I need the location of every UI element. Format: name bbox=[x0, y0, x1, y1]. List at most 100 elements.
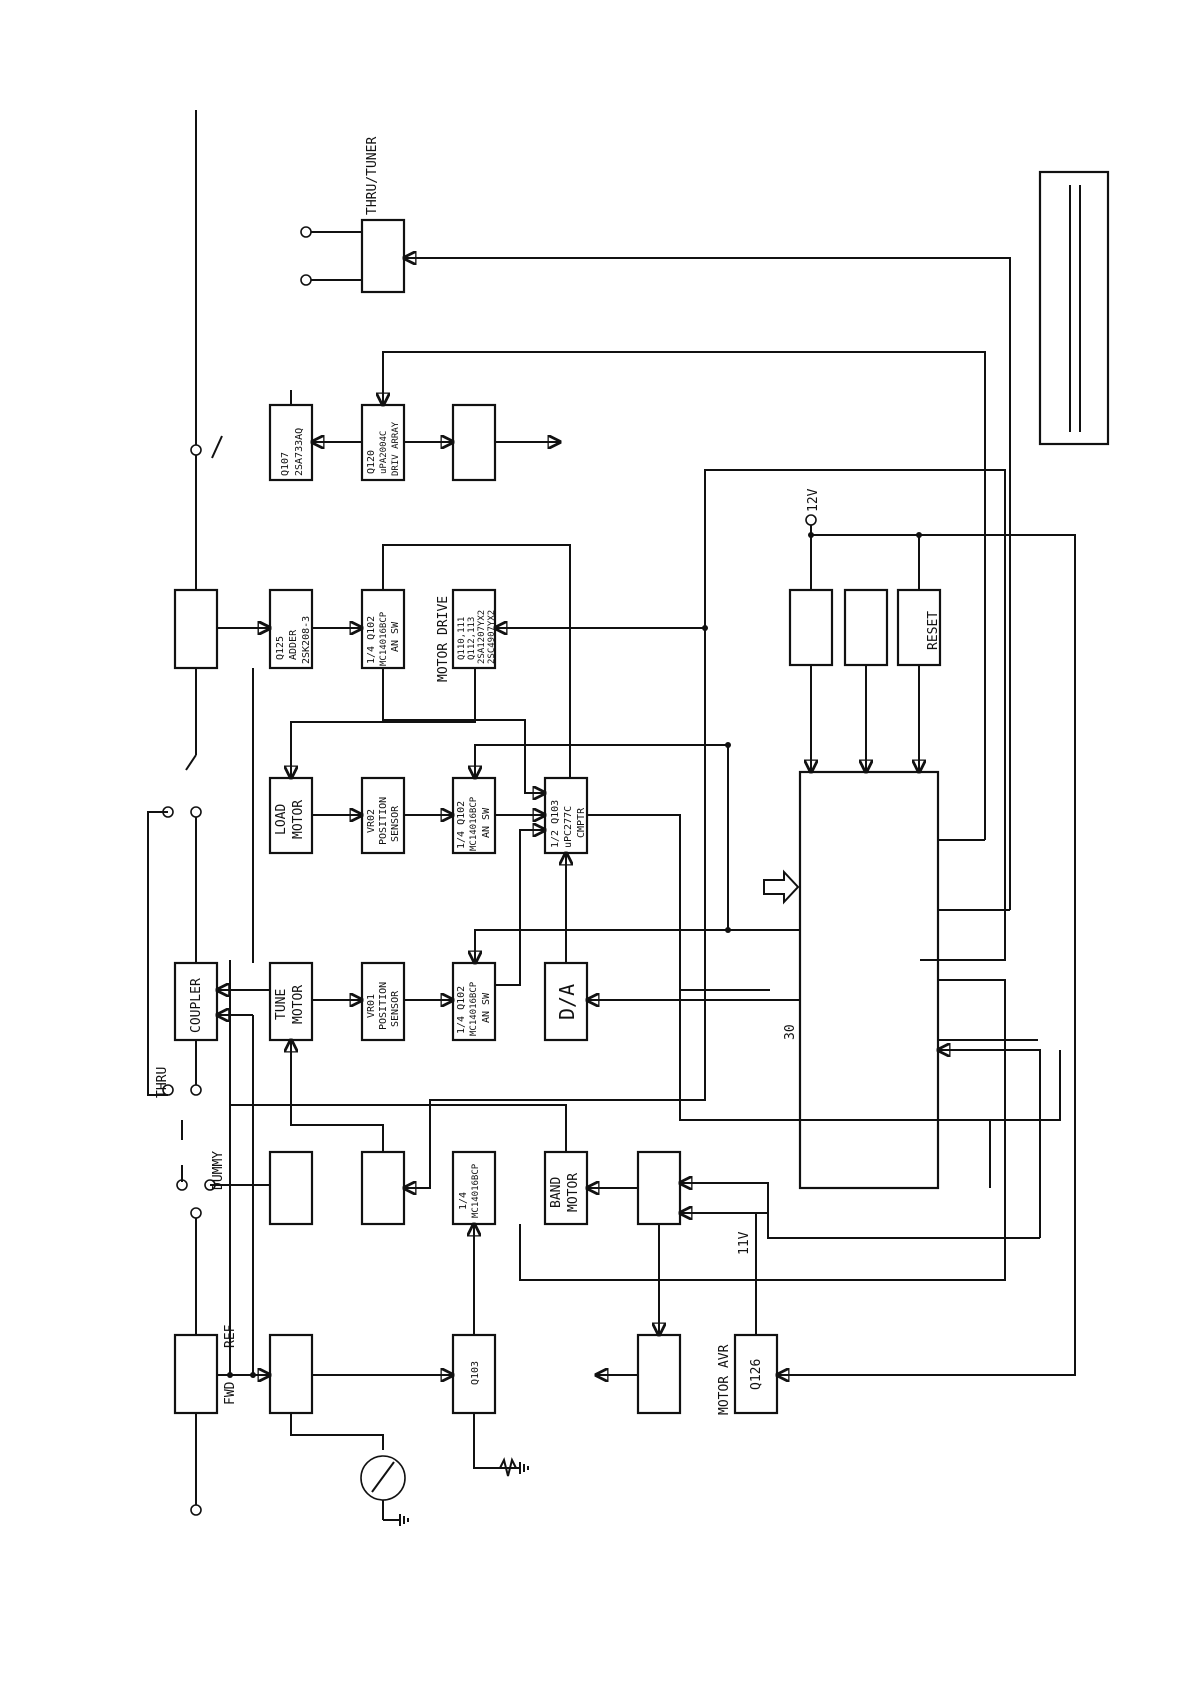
band-output-block bbox=[636, 1333, 682, 1415]
coupler-block bbox=[173, 961, 219, 1042]
an-sw-2-label-1: 1/4 Q102 bbox=[456, 801, 467, 849]
adder-label-1: Q125 bbox=[275, 636, 286, 660]
thru-tuner-label: THRU/TUNER bbox=[365, 137, 380, 215]
12v-supply-wire bbox=[777, 534, 1076, 1375]
an-sw-3-label-3: AN SW bbox=[481, 992, 492, 1023]
q103-block bbox=[451, 1333, 497, 1415]
band-driver-block bbox=[636, 1150, 682, 1226]
an-sw-3-label-2: MC14016BCP bbox=[469, 981, 479, 1036]
dummy-load-block bbox=[268, 1150, 314, 1226]
ref-sense-wire bbox=[252, 1015, 270, 1376]
detector-block bbox=[268, 1333, 314, 1415]
q103-input-wire bbox=[473, 1413, 520, 1469]
an-sw-3-control-wire bbox=[475, 929, 728, 963]
hollow-arrow-icon bbox=[763, 869, 800, 905]
vr01-label-1: VR01 bbox=[366, 994, 377, 1018]
terminal-thru-tuner-a bbox=[300, 226, 312, 238]
q120-label-2: uPA2004C bbox=[379, 431, 389, 474]
switch-antenna-blade bbox=[211, 435, 223, 459]
an-sw-1-block bbox=[360, 588, 406, 670]
da-label: D/A bbox=[555, 984, 579, 1020]
q107-block bbox=[268, 403, 314, 482]
an-sw-control-bus bbox=[727, 745, 800, 931]
motor-drive-label-4: 2SC4907YX2 bbox=[487, 610, 497, 664]
thru-bypass-wire bbox=[147, 811, 168, 1096]
an-sw-1-label-1: 1/4 Q102 bbox=[366, 616, 377, 664]
coupler-label: COUPLER bbox=[189, 978, 204, 1033]
fwd-label: FWD bbox=[223, 1381, 238, 1405]
comparator-label-1: 1/2 Q103 bbox=[550, 800, 561, 848]
microcontroller-block bbox=[798, 770, 940, 1190]
an-sw-3-label-1: 1/4 Q102 bbox=[456, 986, 467, 1034]
load-motor-label-1: LOAD bbox=[274, 804, 289, 835]
vr01-label-2: POSITION bbox=[378, 982, 389, 1030]
band-motor-label-2: MOTOR bbox=[566, 1173, 581, 1212]
vr02-label-1: VR02 bbox=[366, 809, 377, 833]
junction-an-sw-3 bbox=[725, 927, 731, 933]
comparator-label-3: CMPTR bbox=[576, 807, 587, 838]
band-driver-control-wire bbox=[680, 1183, 1040, 1239]
q107-label: Q107 bbox=[280, 452, 291, 476]
an-sw-2-control-wire bbox=[475, 744, 728, 778]
terminal-thru-tuner-b bbox=[300, 274, 312, 286]
motor-drive-label: MOTOR DRIVE bbox=[436, 596, 451, 682]
an-sw-1-feedback-wire bbox=[382, 544, 571, 778]
rf-input-block bbox=[173, 588, 219, 670]
mc14016-label-2: MC14016BCP bbox=[471, 1163, 481, 1218]
col3-aux-block bbox=[360, 1150, 406, 1226]
v12-label: 12V bbox=[806, 488, 821, 512]
col3-aux-wire bbox=[404, 620, 706, 1188]
display-panel bbox=[1038, 170, 1110, 446]
thru-label: THRU bbox=[155, 1067, 170, 1098]
q107-part-label: 2SA733AQ bbox=[294, 428, 305, 476]
ground-icon bbox=[399, 1514, 409, 1526]
motor-avr-label: MOTOR AVR bbox=[717, 1344, 732, 1415]
terminal-load-switch-a bbox=[190, 806, 202, 818]
junction-12v bbox=[808, 532, 814, 538]
dummy-label: DUMMY bbox=[211, 1151, 226, 1190]
vr02-label-2: POSITION bbox=[378, 797, 389, 845]
adder-label-3: 2SK208-3 bbox=[301, 616, 312, 664]
adder-block bbox=[268, 588, 314, 670]
tune-motor-drive-wire bbox=[291, 1040, 384, 1152]
an-sw-3-out-wire bbox=[495, 830, 545, 986]
mc14016-label-1: 1/4 bbox=[458, 1192, 469, 1210]
power-block-2 bbox=[843, 588, 889, 667]
meter-wire bbox=[290, 1413, 384, 1450]
terminal-bottom bbox=[190, 1504, 202, 1516]
q120-control-wire bbox=[383, 351, 986, 840]
ground-icon-2 bbox=[519, 1462, 529, 1474]
motor-drive-label-3: 2SA1207YX2 bbox=[477, 610, 487, 664]
v11-label: 11V bbox=[737, 1231, 752, 1255]
band-motor-block bbox=[543, 1150, 589, 1226]
tune-motor-label-1: TUNE bbox=[274, 989, 289, 1020]
relay-drive-wire bbox=[404, 258, 1011, 910]
terminal-thru-a bbox=[190, 1084, 202, 1096]
fwd-ref-detector-block bbox=[173, 1333, 219, 1415]
vr02-block bbox=[360, 776, 406, 855]
terminal-12v bbox=[805, 514, 817, 526]
vr01-label-3: SENSOR bbox=[390, 990, 401, 1027]
thru-tuner-relay-block bbox=[360, 218, 406, 294]
switch-load-blade bbox=[185, 754, 197, 771]
motor-drive-label-2: Q112,113 bbox=[467, 617, 477, 660]
q120-label-3: DRIV ARRAY bbox=[391, 421, 401, 476]
power-block-1 bbox=[788, 588, 834, 667]
motor-drive-label-1: Q110,111 bbox=[457, 617, 467, 660]
vr02-label-3: SENSOR bbox=[390, 805, 401, 842]
q120-label-1: Q120 bbox=[366, 450, 377, 474]
band-motor-label-1: BAND bbox=[549, 1177, 564, 1208]
an-sw-2-label-2: MC14016BCP bbox=[469, 796, 479, 851]
pin-30-label: 30 bbox=[783, 1024, 798, 1040]
tune-motor-label-2: MOTOR bbox=[291, 985, 306, 1024]
comparator-block bbox=[543, 776, 589, 855]
resistor-icon bbox=[499, 1457, 517, 1477]
junction-reset bbox=[916, 532, 922, 538]
terminal-antenna bbox=[190, 444, 202, 456]
an-sw-2-label-3: AN SW bbox=[481, 807, 492, 838]
load-motor-label-2: MOTOR bbox=[291, 800, 306, 839]
junction-fwd-ref-1 bbox=[227, 1372, 233, 1378]
terminal-dummy-a bbox=[190, 1207, 202, 1219]
comparator-label-2: uPC277C bbox=[563, 806, 574, 848]
